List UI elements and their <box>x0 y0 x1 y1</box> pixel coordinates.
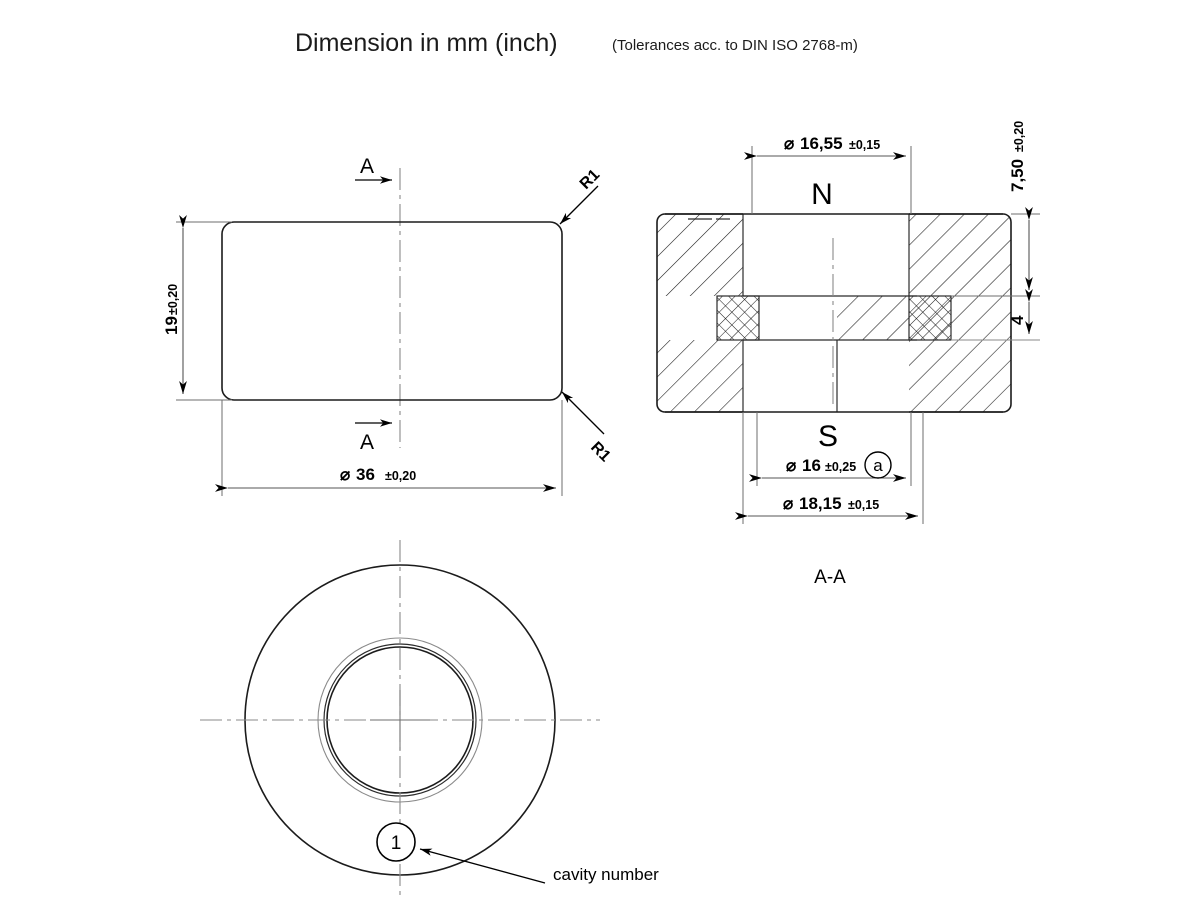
front-width-dimension: ⌀ 36 ±0,20 <box>215 400 563 496</box>
section-marker-top: A <box>355 155 392 184</box>
cavity-number-label: cavity number <box>553 865 659 884</box>
total-height-tolerance: ±0,20 <box>1012 121 1026 152</box>
front-elevation-view: A A R1 R1 19 ±0,20 ⌀ <box>162 155 614 496</box>
radius-label-bottom: R1 <box>587 439 614 466</box>
bore-value: 16 <box>802 456 821 475</box>
radius-callout-bottom: R1 <box>561 391 614 466</box>
recess-symbol: ⌀ <box>783 494 794 513</box>
magnet-ring-left <box>716 295 760 341</box>
section-step-height-dimension: 4 <box>951 289 1040 341</box>
magnet-ring-right <box>908 295 952 341</box>
front-width-tolerance: ±0,20 <box>385 469 416 483</box>
front-width-value: 36 <box>356 465 375 484</box>
front-height-dimension: 19 ±0,20 <box>162 215 232 401</box>
section-total-height-dimension: 7,50 ±0,20 <box>951 121 1040 297</box>
recess-value: 18,15 <box>799 494 842 513</box>
cavity-number-balloon: 1 <box>376 822 546 884</box>
bore-symbol: ⌀ <box>786 456 797 475</box>
page-subtitle: (Tolerances acc. to DIN ISO 2768-m) <box>612 37 858 54</box>
section-view-title: A-A <box>814 567 846 588</box>
front-width-symbol: ⌀ <box>340 465 351 484</box>
counterbore-tolerance: ±0,15 <box>849 138 880 152</box>
section-counterbore-dimension: ⌀ 16,55 ±0,15 <box>744 134 912 214</box>
section-recess-dimension: ⌀ 18,15 ±0,15 <box>735 412 924 524</box>
plan-view: 1 cavity number <box>200 540 659 900</box>
radius-callout-top: R1 <box>559 166 604 225</box>
balloon-circle <box>376 822 416 862</box>
step-height-value: 4 <box>1008 315 1027 325</box>
drawing-title-group: Dimension in mm (inch) (Tolerances acc. … <box>295 29 858 57</box>
front-body-outline <box>221 221 563 401</box>
pole-south-label: S <box>818 420 838 453</box>
page-title: Dimension in mm (inch) <box>295 29 558 57</box>
front-height-tolerance: ±0,20 <box>166 284 180 315</box>
section-letter-top: A <box>360 155 374 178</box>
datum-label: a <box>873 456 883 475</box>
front-height-value: 19 <box>162 316 181 335</box>
section-bore-dimension: ⌀ 16 ±0,25 a <box>749 412 912 486</box>
bore-tolerance: ±0,25 <box>825 460 856 474</box>
section-aa-view: N S ⌀ 16,55 ±0,15 ⌀ 16 ±0,25 a <box>656 121 1040 588</box>
total-height-value: 7,50 <box>1008 159 1027 192</box>
datum-circle <box>864 451 892 479</box>
radius-label-top: R1 <box>577 166 604 193</box>
pole-north-label: N <box>811 178 833 211</box>
counterbore-symbol: ⌀ <box>784 134 795 153</box>
section-letter-bottom: A <box>360 431 374 454</box>
counterbore-value: 16,55 <box>800 134 843 153</box>
recess-tolerance: ±0,15 <box>848 498 879 512</box>
balloon-number: 1 <box>391 833 402 854</box>
section-marker-bottom: A <box>355 419 392 454</box>
section-body-left <box>656 213 744 413</box>
